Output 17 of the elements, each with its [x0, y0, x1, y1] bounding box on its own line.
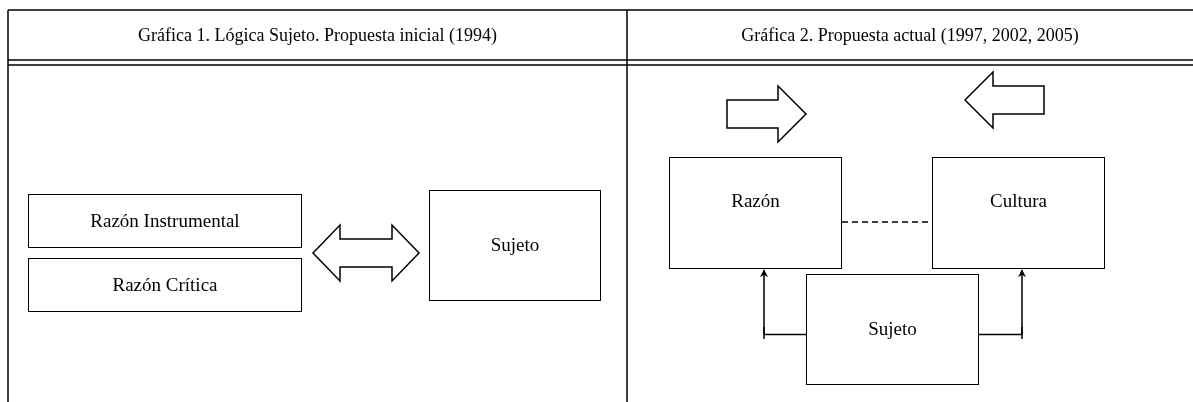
text-box — [669, 157, 842, 269]
box-label: Sujeto — [490, 233, 540, 258]
box-label: Sujeto — [868, 317, 917, 342]
table-header: Gráfica 2. Propuesta actual (1997, 2002, 2005) — [741, 23, 1079, 47]
box-label: Razón — [731, 188, 780, 213]
text-box — [28, 194, 302, 248]
text-box — [28, 258, 302, 312]
box-label: Razón Crítica — [112, 272, 218, 297]
box-label: Cultura — [990, 188, 1047, 213]
text-box — [806, 274, 979, 385]
table-header: Gráfica 1. Lógica Sujeto. Propuesta inicial (1994) — [138, 23, 497, 47]
double-block-arrow — [311, 223, 421, 283]
text-box — [932, 157, 1105, 269]
text-box — [429, 190, 601, 301]
arrow — [978, 269, 1026, 336]
box-label: Razón Instrumental — [90, 208, 240, 233]
arrow — [760, 269, 807, 336]
